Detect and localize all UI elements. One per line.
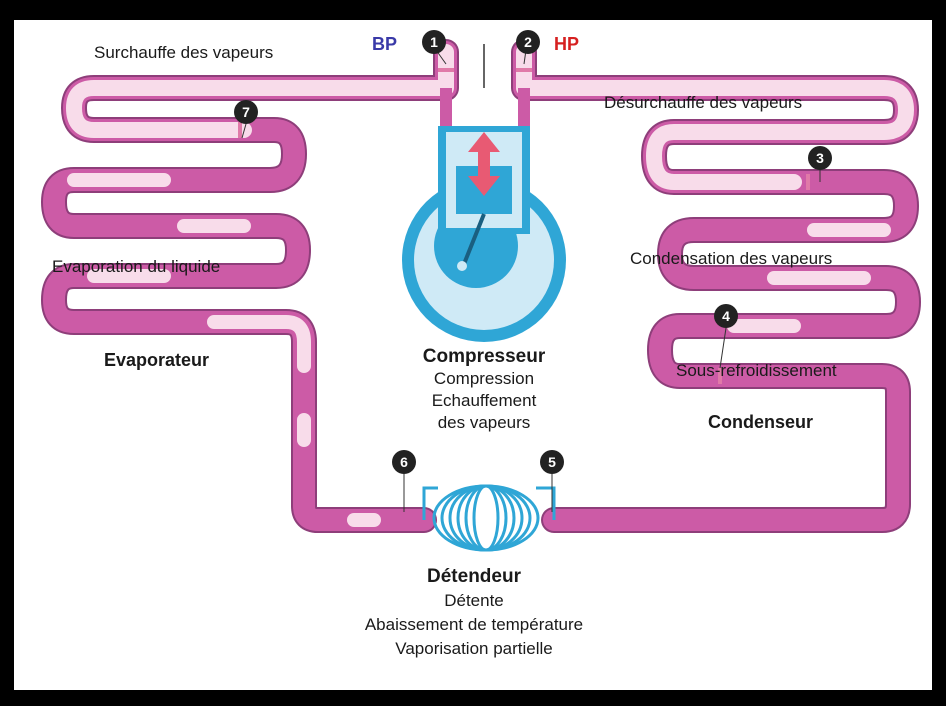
label-detendeur-line2: Abaissement de température	[365, 615, 583, 634]
point-5-marker: 5	[540, 450, 564, 512]
label-evaporation: Evaporation du liquide	[52, 257, 220, 276]
label-detendeur-line3: Vaporisation partielle	[395, 639, 553, 658]
point-7-marker: 7	[234, 100, 258, 139]
point-2-label: 2	[524, 34, 532, 50]
refrigeration-cycle-diagram: 1 2 3 4 5 6 7	[41, 30, 921, 658]
point-1-label: 1	[430, 34, 438, 50]
point-7-label: 7	[242, 104, 250, 120]
label-compresseur-line2: Echauffement	[432, 391, 537, 410]
condenser-pipe	[511, 39, 921, 533]
label-condensation: Condensation des vapeurs	[630, 249, 832, 268]
point-3-marker: 3	[808, 146, 832, 182]
label-evaporateur: Evaporateur	[104, 350, 209, 370]
point-3-label: 3	[816, 150, 824, 166]
label-surchauffe: Surchauffe des vapeurs	[94, 43, 273, 62]
label-detendeur-line1: Détente	[444, 591, 504, 610]
text-labels: Surchauffe des vapeurs BP HP Désurchauff…	[52, 34, 837, 658]
point-1-marker: 1	[422, 30, 447, 65]
point-2-marker: 2	[516, 30, 540, 65]
point-markers: 1 2 3 4 5 6 7	[234, 30, 832, 512]
pipe-markers	[238, 68, 810, 384]
label-sous-refroidissement: Sous-refroidissement	[676, 361, 837, 380]
label-compresseur-line3: des vapeurs	[438, 413, 531, 432]
label-condenseur: Condenseur	[708, 412, 813, 432]
label-bp: BP	[372, 34, 397, 54]
label-compresseur-title: Compresseur	[423, 346, 546, 367]
point-4-marker: 4	[714, 304, 738, 369]
point-5-label: 5	[548, 454, 556, 470]
diagram-frame: 1 2 3 4 5 6 7	[14, 20, 932, 690]
label-detendeur-title: Détendeur	[427, 566, 522, 587]
point-6-label: 6	[400, 454, 408, 470]
point-4-label: 4	[722, 308, 730, 324]
label-hp: HP	[554, 34, 579, 54]
evaporator-pipe	[41, 39, 459, 533]
compressor	[402, 44, 566, 342]
expansion-valve-coil	[422, 484, 556, 552]
label-desurchauffe: Désurchauffe des vapeurs	[604, 93, 802, 112]
piston-arrow-icon	[468, 132, 500, 196]
label-compresseur-line1: Compression	[434, 369, 534, 388]
point-6-marker: 6	[392, 450, 416, 512]
